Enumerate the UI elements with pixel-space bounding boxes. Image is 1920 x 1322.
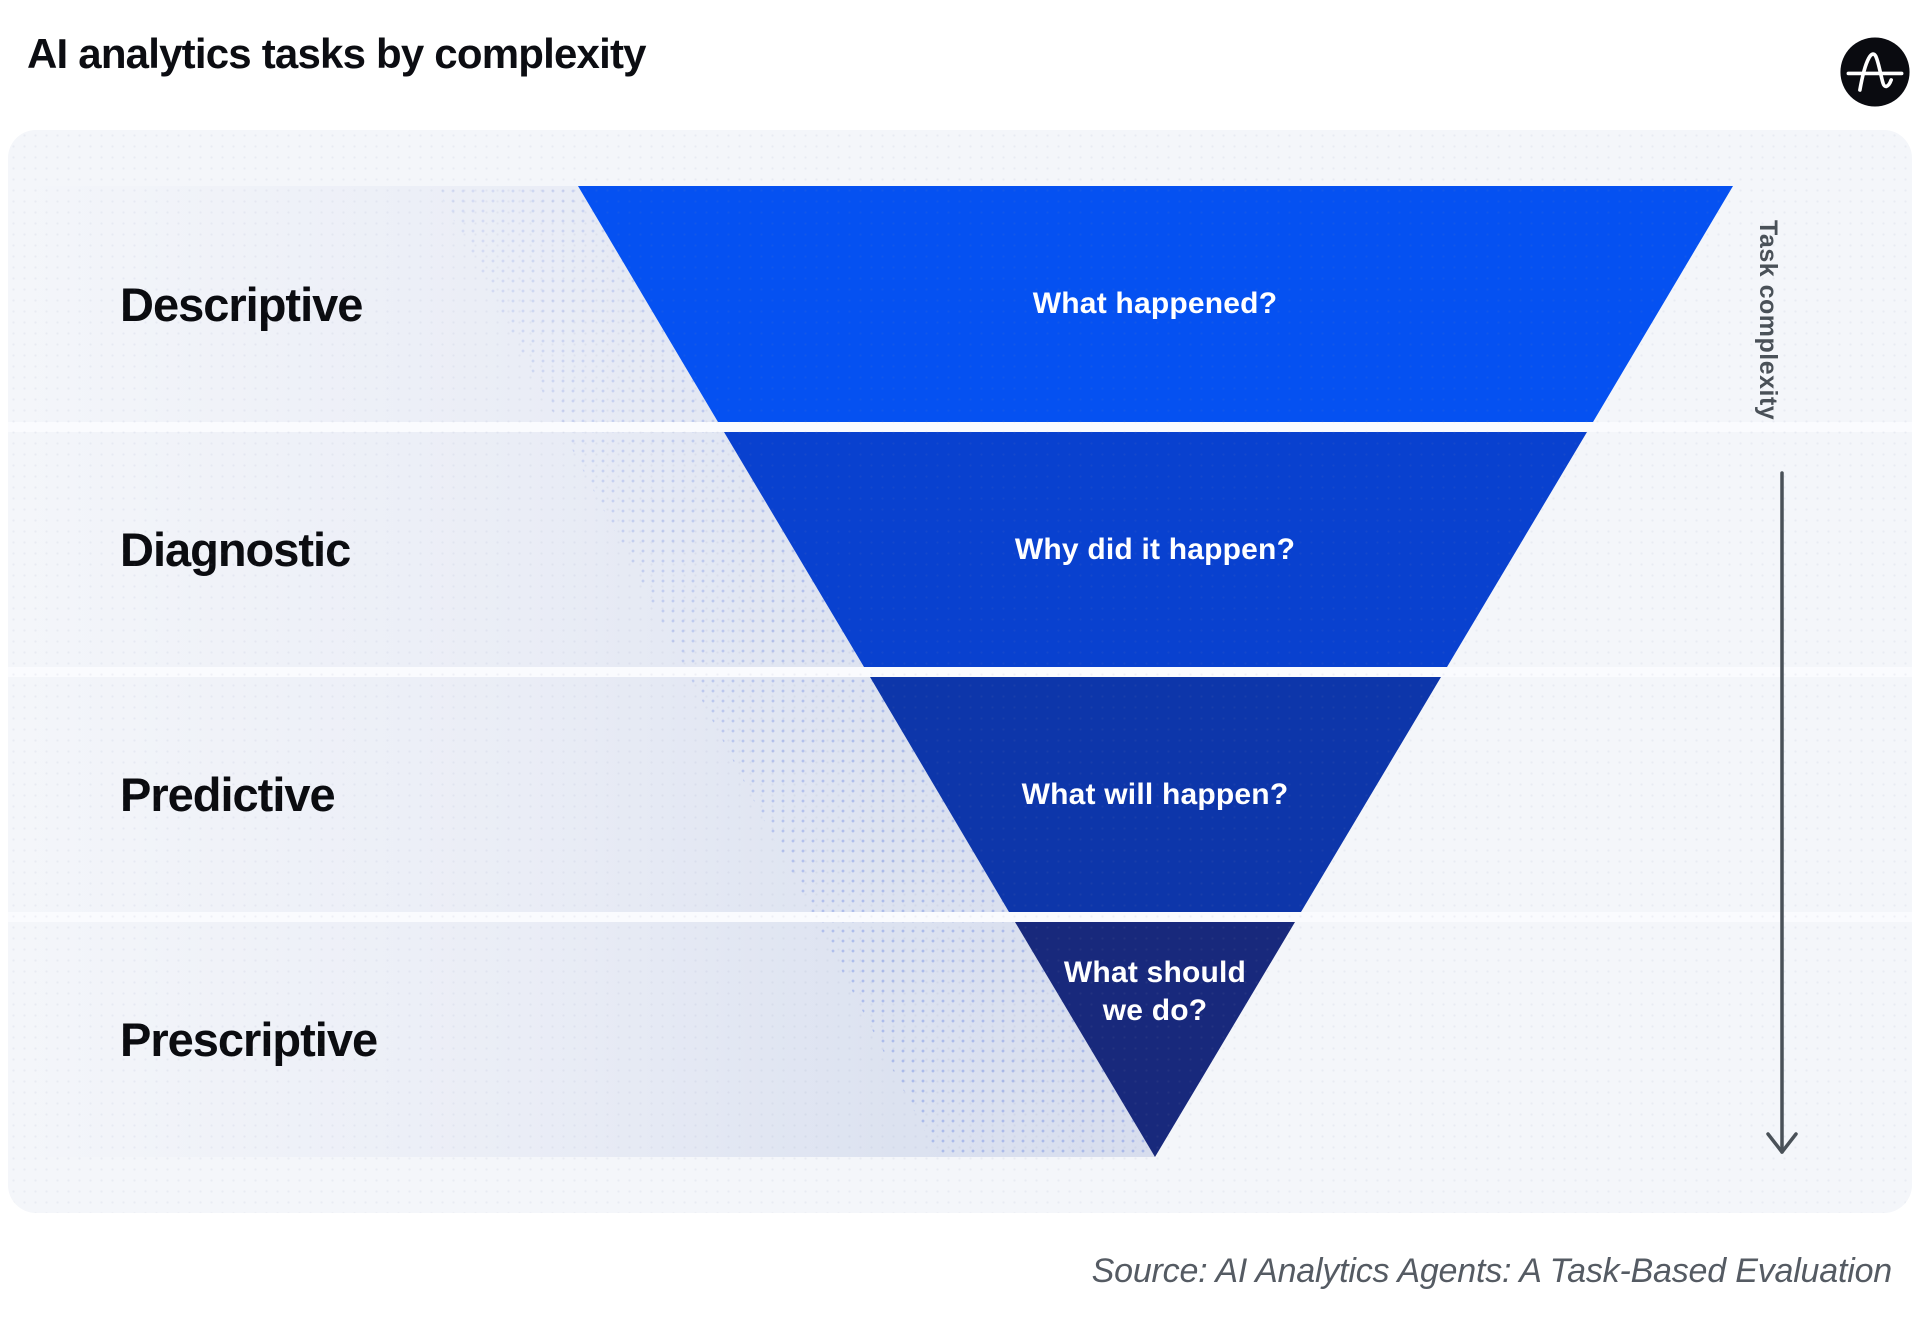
separator-line <box>8 422 1912 432</box>
question-line: What should <box>1063 956 1247 989</box>
funnel-question-diagnostic: Why did it happen? <box>855 432 1455 667</box>
separator-line <box>8 667 1912 677</box>
row-label-predictive: Predictive <box>120 768 336 821</box>
row-label-diagnostic: Diagnostic <box>120 523 351 576</box>
separator-line <box>8 912 1912 922</box>
row-label-descriptive: Descriptive <box>120 278 363 331</box>
task-complexity-arrow-icon <box>1766 471 1798 1154</box>
funnel-segment-descriptive <box>578 186 1733 422</box>
question-line: Why did it happen? <box>1014 532 1296 566</box>
source-caption: Source: AI Analytics Agents: A Task-Base… <box>1091 1252 1893 1290</box>
funnel-question-descriptive: What happened? <box>855 186 1455 422</box>
amplitude-logo-icon <box>1840 37 1910 107</box>
funnel-question-predictive: What will happen? <box>855 677 1455 912</box>
page-title: AI analytics tasks by complexity <box>27 30 647 77</box>
row-label-prescriptive: Prescriptive <box>120 1013 378 1066</box>
funnel-segment-diagnostic <box>724 432 1587 667</box>
diagram-card: What happened? Why did it happen? What w… <box>8 130 1912 1213</box>
task-complexity-axis-label: Task complexity <box>1754 220 1782 421</box>
question-line: What happened? <box>1032 287 1278 320</box>
question-line: What will happen? <box>1021 777 1289 811</box>
question-line: we do? <box>1102 994 1208 1027</box>
funnel-question-prescriptive: What should we do? <box>955 922 1355 1062</box>
